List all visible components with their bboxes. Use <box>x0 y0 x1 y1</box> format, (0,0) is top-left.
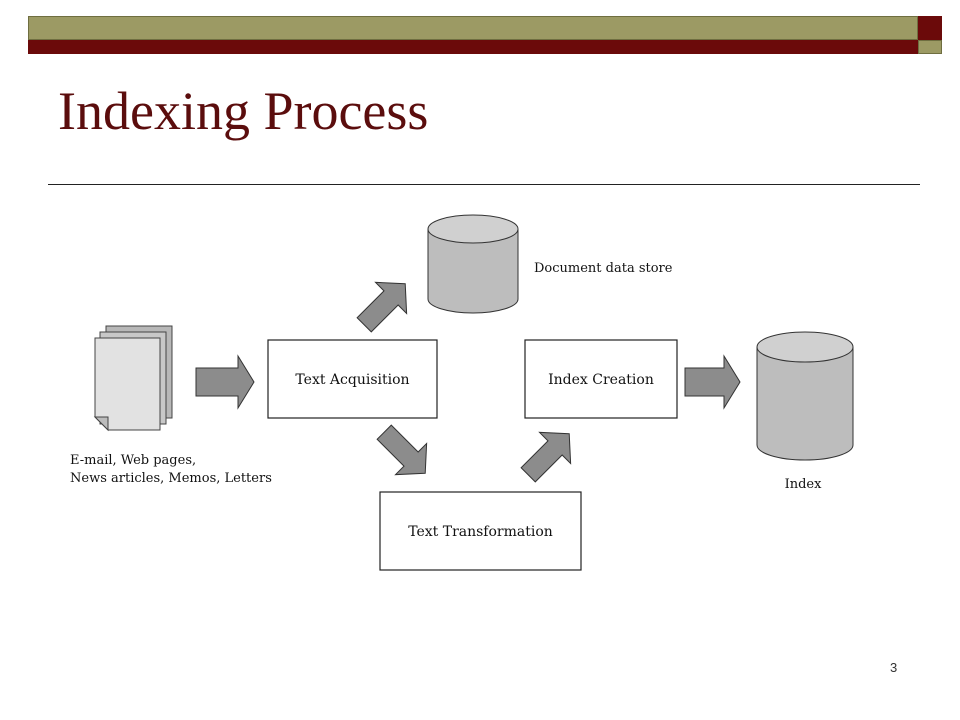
node-index-creation-label: Index Creation <box>548 372 654 388</box>
arrow-acquisition-to-docstore <box>356 281 408 333</box>
header-maroon-bar <box>28 40 918 54</box>
header-corner-olive <box>918 40 942 54</box>
sources-label-line1: E-mail, Web pages, <box>70 453 196 468</box>
node-index-creation: Index Creation <box>524 339 678 419</box>
node-text-transformation-label: Text Transformation <box>408 524 553 540</box>
arrow-index-creation-to-index <box>684 354 741 410</box>
sources-label-line2: News articles, Memos, Letters <box>70 471 272 486</box>
arrow-transformation-to-index-creation <box>520 431 572 483</box>
index-label: Index <box>785 477 823 492</box>
index-cylinder <box>756 331 854 461</box>
node-text-acquisition: Text Acquisition <box>267 339 438 419</box>
node-text-acquisition-label: Text Acquisition <box>295 372 409 388</box>
header-olive-bar <box>28 16 918 40</box>
document-stack-icon <box>93 325 173 432</box>
arrow-acquisition-to-transformation <box>376 424 428 476</box>
arrow-sources-to-acquisition <box>195 354 255 410</box>
slide-title: Indexing Process <box>58 81 429 141</box>
header-corner-maroon <box>918 16 942 40</box>
document-data-store-label: Document data store <box>534 261 673 276</box>
page-number: 3 <box>890 660 898 675</box>
indexing-process-diagram: E-mail, Web pages, News articles, Memos,… <box>70 214 854 571</box>
node-text-transformation: Text Transformation <box>379 491 582 571</box>
title-underline <box>48 184 920 185</box>
document-data-store-cylinder <box>427 214 519 314</box>
